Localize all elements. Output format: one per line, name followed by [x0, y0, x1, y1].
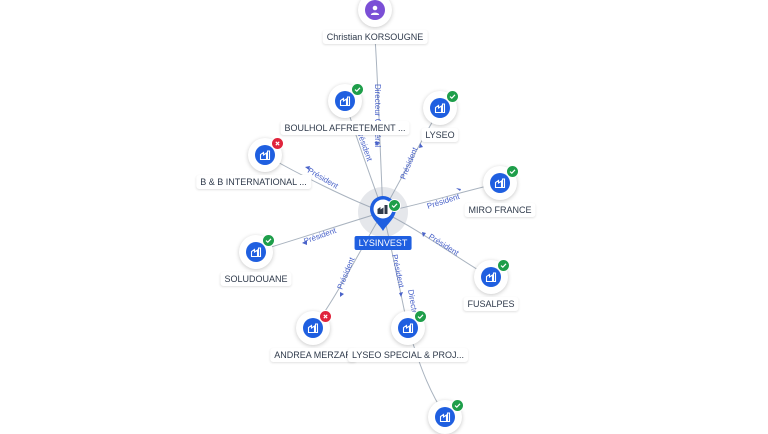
node-label: Christian KORSOUGNE: [322, 30, 428, 44]
edge-label-soludouane: Président: [303, 226, 339, 246]
arrow-christian: [374, 142, 380, 146]
edge-christian: [374, 37, 384, 213]
company-icon: [481, 267, 501, 287]
edge-label-andrea: Président: [336, 255, 357, 290]
company-icon: [246, 242, 266, 262]
active-check-icon: [388, 199, 401, 212]
company-icon: [435, 407, 455, 427]
node-label: FUSALPES: [463, 297, 519, 311]
node-label: SOLUDOUANE: [220, 272, 292, 286]
company-icon: [255, 145, 275, 165]
edge-label-miro: Président: [426, 192, 462, 211]
company-icon: [398, 318, 418, 338]
edge-label-bb: Président: [306, 166, 340, 191]
active-check-icon: [497, 259, 510, 272]
edge-label-lyseo-special: Président: [390, 254, 406, 290]
arrow-miro: [456, 188, 461, 191]
node-circle: [474, 260, 508, 294]
person-icon: [365, 0, 385, 20]
active-check-icon: [446, 90, 459, 103]
center-label: LYSINVEST: [354, 236, 412, 250]
company-icon: [430, 98, 450, 118]
arrow-fusalpes: [422, 232, 426, 237]
active-check-icon: [262, 234, 275, 247]
active-check-icon: [351, 83, 364, 96]
node-label: ANDREA MERZAR: [270, 348, 356, 362]
company-icon: [490, 173, 510, 193]
company-icon: [335, 91, 355, 111]
arrow-soludouane: [302, 240, 307, 245]
node-label: B & B INTERNATIONAL ...: [196, 175, 311, 189]
node-circle: [248, 138, 282, 172]
node-label: LYSEO: [421, 128, 459, 142]
node-circle: [358, 0, 392, 27]
arrow-andrea: [340, 292, 344, 297]
active-check-icon: [414, 310, 427, 323]
edge-label-fusalpes: Président: [427, 232, 461, 258]
closed-cross-icon: [319, 310, 332, 323]
active-check-icon: [506, 165, 519, 178]
node-label: LYSEO SPECIAL & PROJ...: [347, 348, 469, 362]
node-label: BOULHOL AFFRETEMENT ...: [280, 121, 410, 135]
node-label: MIRO FRANCE: [464, 203, 536, 217]
arrow-bb: [305, 166, 310, 170]
company-icon: [303, 318, 323, 338]
arrow-lyseo-special: [399, 292, 403, 297]
closed-cross-icon: [271, 137, 284, 150]
arrow-lyseo: [419, 143, 423, 148]
edge-label-christian: Directeur Général: [373, 84, 382, 147]
active-check-icon: [451, 399, 464, 412]
edge-label-lyseo: Président: [399, 145, 420, 180]
